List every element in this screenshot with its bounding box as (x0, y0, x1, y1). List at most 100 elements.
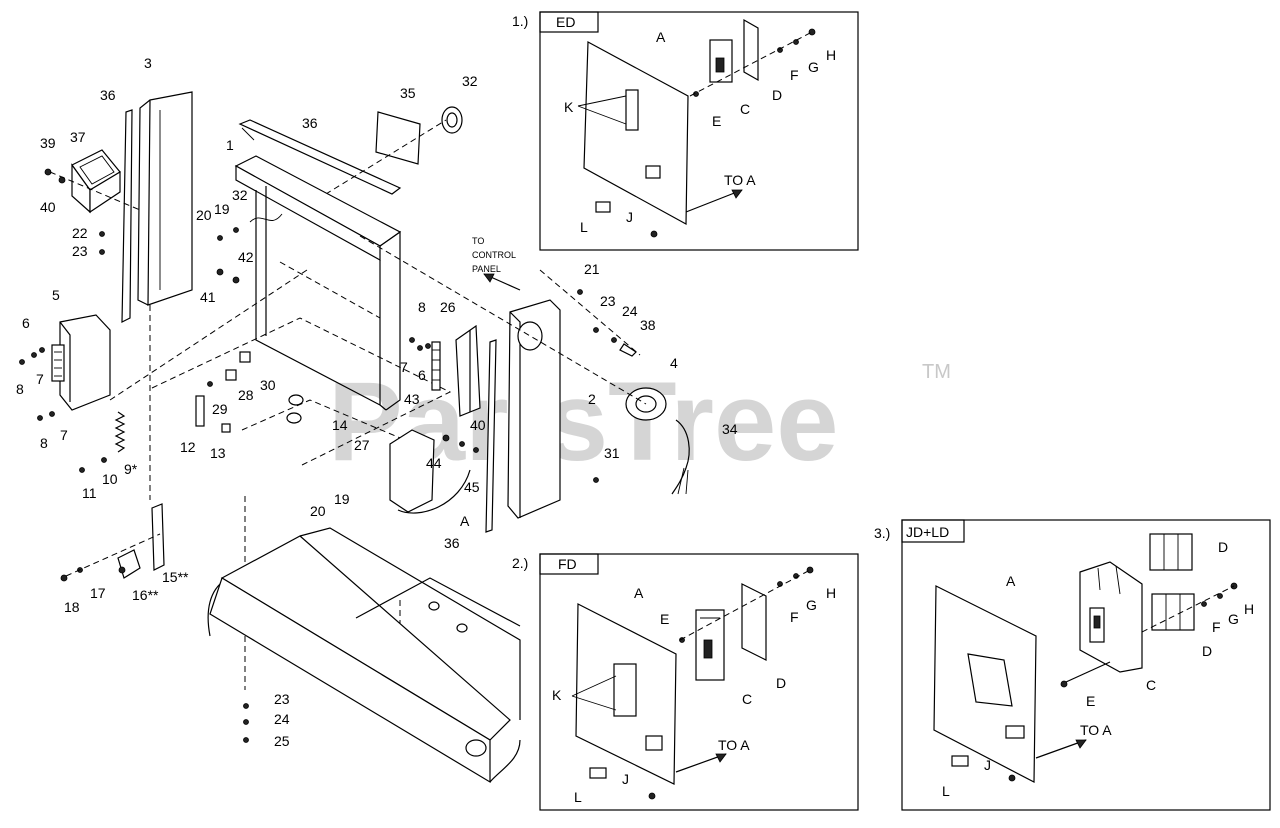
label-20: 20 (196, 207, 212, 223)
part-9-terminal-strip (114, 411, 126, 453)
label-36b: 36 (302, 115, 318, 131)
inset-jd-F: F (1212, 619, 1221, 635)
inset-jd-G: G (1228, 611, 1239, 627)
label-40: 40 (40, 199, 56, 215)
inset-jd-L: L (942, 783, 950, 799)
part-35-plate (375, 111, 421, 165)
inset-jd-D1: D (1218, 539, 1228, 555)
label-42: 42 (238, 249, 254, 265)
inset-jd-D2: D (1202, 643, 1212, 659)
label-36c: 36 (444, 535, 460, 551)
inset-ed-C: C (740, 101, 750, 117)
inset-fd-title: FD (558, 556, 577, 572)
inset-jd-J: J (984, 757, 991, 773)
label-24b: 24 (274, 711, 290, 727)
inset-jd-H: H (1244, 601, 1254, 617)
inset-jd-C: C (1146, 677, 1156, 693)
inset-fd-L: L (574, 789, 582, 805)
inset-ed-L: L (580, 219, 588, 235)
label-24: 24 (622, 303, 638, 319)
label-6b: 6 (418, 367, 426, 383)
inset-ed-E: E (712, 113, 721, 129)
label-25: 25 (274, 733, 290, 749)
inset-ed: 1.) ED A K C D E F G H L J TO A (512, 11, 859, 251)
label-23c: 23 (274, 691, 290, 707)
watermark-tm: TM (922, 361, 951, 383)
label-19: 19 (214, 201, 230, 217)
label-26: 26 (440, 299, 456, 315)
part-36-strip-right (485, 339, 497, 533)
inset-ed-H: H (826, 47, 836, 63)
label-19b: 19 (334, 491, 350, 507)
inset-fd-E: E (660, 611, 669, 627)
label-7c: 7 (400, 359, 408, 375)
label-43: 43 (404, 391, 420, 407)
label-23b: 23 (600, 293, 616, 309)
label-2: 2 (588, 391, 596, 407)
label-to-control-3: PANEL (472, 264, 501, 274)
part-16-connector (117, 549, 141, 579)
label-34: 34 (722, 421, 738, 437)
label-35: 35 (400, 85, 416, 101)
part-36-strip-top (238, 119, 402, 195)
label-3: 3 (144, 55, 152, 71)
label-39: 39 (40, 135, 56, 151)
label-38: 38 (640, 317, 656, 333)
inset-ed-J: J (626, 209, 633, 225)
inset-jd-E: E (1086, 693, 1095, 709)
label-15: 15** (162, 569, 189, 585)
part-32-grommet (441, 106, 463, 134)
label-7: 7 (36, 371, 44, 387)
label-8b: 8 (40, 435, 48, 451)
part-27-box (389, 429, 471, 514)
inset-ed-title-box (539, 11, 599, 33)
label-9: 9* (124, 461, 138, 477)
inset-ed-K: K (564, 99, 574, 115)
label-32: 32 (462, 73, 478, 89)
inset-fd: 2.) FD A E F G H K C D L J TO A (512, 553, 859, 811)
label-28: 28 (238, 387, 254, 403)
inset-fd-G: G (806, 597, 817, 613)
part-2-side-panel (507, 299, 561, 519)
part-12-terminal (195, 395, 205, 427)
label-11: 11 (82, 485, 97, 501)
label-44: 44 (426, 455, 442, 471)
inset-fd-title-box (539, 553, 599, 575)
label-to-control-2: CONTROL (472, 250, 516, 260)
inset-ed-number: 1.) (512, 13, 528, 29)
label-27: 27 (354, 437, 370, 453)
inset-fd-to-a: TO A (718, 737, 750, 753)
inset-jd-A: A (1006, 573, 1016, 589)
inset-fd-D: D (776, 675, 786, 691)
label-21: 21 (584, 261, 600, 277)
label-45: 45 (464, 479, 480, 495)
label-17: 17 (90, 585, 106, 601)
part-26-bracket (455, 324, 481, 417)
label-16: 16** (132, 587, 159, 603)
inset-ed-D: D (772, 87, 782, 103)
label-4: 4 (670, 355, 678, 371)
inset-jd-ld: 3.) JD+LD A D (874, 519, 1271, 811)
label-31: 31 (604, 445, 620, 461)
label-23: 23 (72, 243, 88, 259)
label-41: 41 (200, 289, 216, 305)
inset-fd-frame (539, 553, 859, 811)
label-29: 29 (212, 401, 228, 417)
part-1-frame (234, 155, 402, 411)
label-40b: 40 (470, 417, 486, 433)
inset-jd-to-a: TO A (1080, 722, 1112, 738)
base-frame (207, 527, 521, 784)
label-14: 14 (332, 417, 348, 433)
part-14-connectors (286, 394, 304, 424)
label-32b: 32 (232, 187, 248, 203)
label-8: 8 (16, 381, 24, 397)
part-37-box (71, 149, 121, 214)
label-7b: 7 (60, 427, 68, 443)
label-10: 10 (102, 471, 118, 487)
inset-ed-A: A (656, 29, 666, 45)
part-3-side-panel (147, 91, 193, 306)
inset-ed-G: G (808, 59, 819, 75)
inset-jd-title-box (901, 519, 965, 543)
label-to-control-1: TO (472, 236, 484, 246)
